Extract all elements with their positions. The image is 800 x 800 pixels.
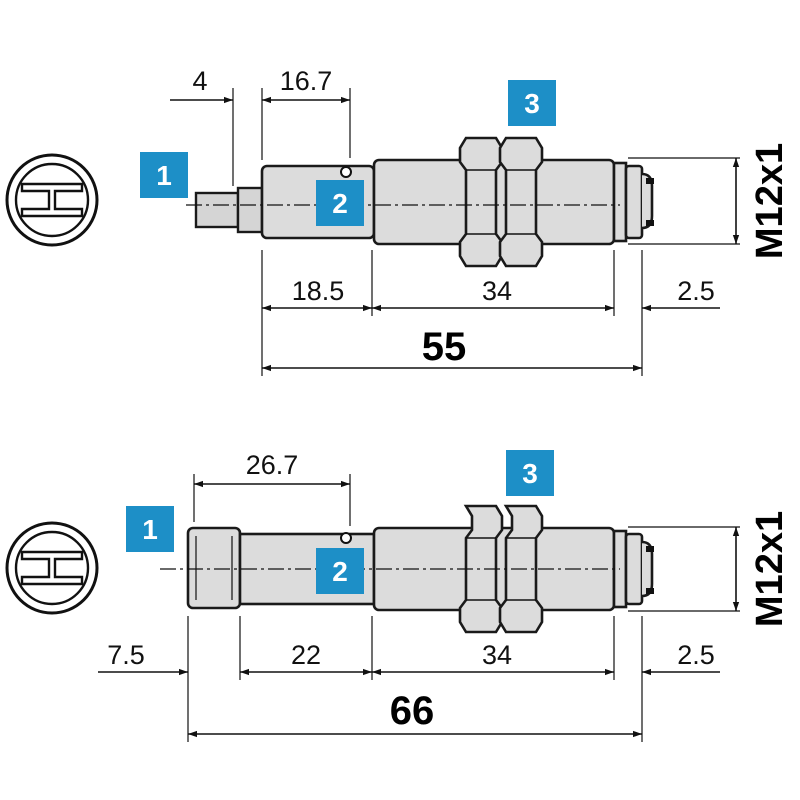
end-view-bottom xyxy=(5,521,99,615)
badge-3: 3 xyxy=(506,450,554,496)
extension-lines-bottom xyxy=(187,474,740,742)
svg-text:2: 2 xyxy=(332,556,348,587)
nuts-top xyxy=(458,136,544,268)
dim-total-length: 55 xyxy=(422,325,467,369)
cable-top xyxy=(194,186,264,234)
dim-led-offset: 16.7 xyxy=(280,66,333,96)
svg-text:3: 3 xyxy=(522,458,538,489)
badge-2: 2 xyxy=(316,180,364,226)
dim-thread-length: 34 xyxy=(482,640,512,670)
dim-tail-length: 7.5 xyxy=(107,640,145,670)
dim-head-length: 22 xyxy=(291,640,321,670)
thread-label: M12x1 xyxy=(749,511,791,627)
dim-face-length: 2.5 xyxy=(677,276,715,306)
dim-total-length: 66 xyxy=(390,689,435,733)
dim-cable-length: 4 xyxy=(192,66,207,96)
bottom-view: 26.7 7.5 22 34 2.5 66 M12x1 1 2 3 xyxy=(5,450,791,742)
dimension-lines-top xyxy=(170,96,740,372)
svg-text:1: 1 xyxy=(142,514,158,545)
thread-label: M12x1 xyxy=(749,143,791,259)
badge-1: 1 xyxy=(140,152,188,198)
svg-text:2: 2 xyxy=(332,188,348,219)
badge-2: 2 xyxy=(316,548,364,594)
dimension-lines-bottom xyxy=(98,480,740,738)
end-view-top xyxy=(5,153,99,247)
dim-thread-length: 34 xyxy=(482,276,512,306)
sensor-body-bottom xyxy=(186,526,654,612)
top-view: 4 16.7 18.5 34 2.5 55 M12x1 1 2 3 xyxy=(5,66,791,376)
badge-1: 1 xyxy=(126,506,174,552)
dim-head-length: 18.5 xyxy=(292,276,345,306)
dim-face-length: 2.5 xyxy=(677,640,715,670)
badge-3: 3 xyxy=(508,80,556,126)
svg-text:3: 3 xyxy=(524,88,540,119)
svg-text:1: 1 xyxy=(156,160,172,191)
dim-led-offset: 26.7 xyxy=(246,450,299,480)
